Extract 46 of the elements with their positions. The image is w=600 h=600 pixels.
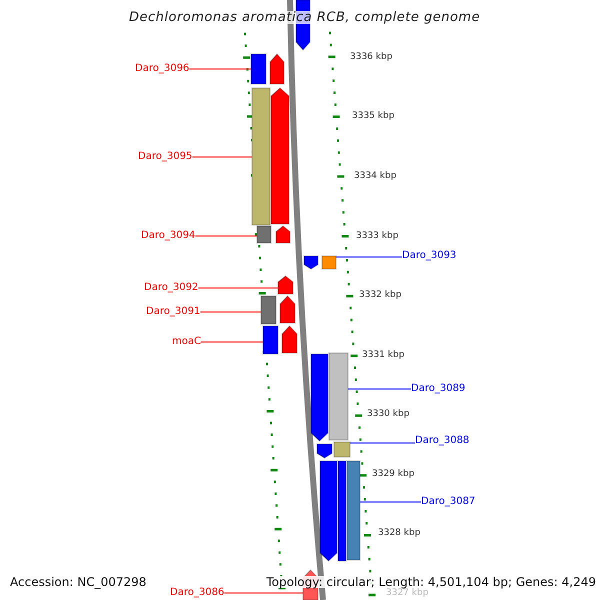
scale-label: 3332 kbp: [359, 291, 402, 300]
scale-label: 3333 kbp: [356, 232, 398, 241]
gene-label: Daro_3088: [415, 436, 470, 446]
gene-block: [260, 296, 276, 324]
gene-feature: [304, 256, 318, 270]
scale-label: 3331 kbp: [362, 351, 404, 360]
gene-feature: [270, 53, 284, 84]
gene-block: [250, 54, 266, 84]
scale-label: 3329 kbp: [372, 470, 414, 479]
gene-label: Daro_3087: [421, 497, 476, 507]
scale-label: 3335 kbp: [352, 112, 394, 121]
gene-label: Daro_3094: [141, 231, 196, 241]
gene-block: [338, 460, 346, 562]
gene-block: [252, 88, 270, 226]
gene-label: Daro_3086: [170, 588, 224, 598]
gene-block: [328, 352, 348, 440]
gene-feature: [276, 225, 290, 244]
gene-block: [346, 460, 360, 560]
gene-feature: [282, 325, 298, 354]
gene-label: moaC: [172, 337, 201, 347]
leader-line: [224, 592, 304, 594]
scale-label: 3327 kbp: [386, 589, 428, 598]
gene-label: Daro_3092: [144, 283, 198, 293]
title: Dechloromonas aromatica RCB, complete genome: [129, 11, 480, 24]
accession-text: Accession: NC_007298: [10, 576, 146, 588]
scale-label: 3336 kbp: [350, 53, 392, 62]
scale-label: 3330 kbp: [367, 410, 410, 419]
genome-info-text: Topology: circular; Length: 4,501,104 bp; Genes: 4,249: [266, 576, 596, 588]
gene-feature: [278, 275, 294, 294]
leader-line: [188, 68, 252, 70]
leader-line: [350, 442, 416, 444]
gene-block: [262, 326, 278, 354]
gene-label: Daro_3095: [138, 152, 192, 162]
gene-label: Daro_3091: [146, 307, 200, 317]
gene-block: [256, 226, 272, 244]
leader-line: [336, 256, 402, 258]
scale-label: 3328 kbp: [378, 529, 420, 538]
gene-block: [334, 442, 350, 458]
scale-label: 3334 kbp: [354, 172, 396, 181]
gene-label: Daro_3096: [135, 64, 190, 74]
gene-feature: [280, 295, 296, 324]
gene-label: Daro_3093: [402, 251, 456, 261]
gene-block: [322, 256, 336, 270]
leader-line: [348, 388, 412, 390]
leader-line: [192, 156, 252, 158]
gene-label: Daro_3089: [411, 384, 466, 394]
